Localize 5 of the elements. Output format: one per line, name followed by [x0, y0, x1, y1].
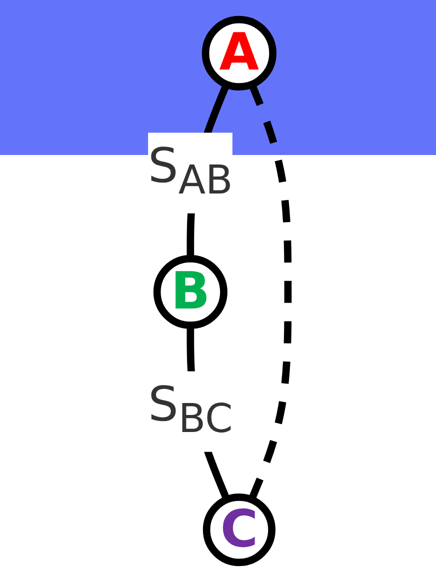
- node-circle: C: [202, 494, 276, 566]
- node-circle: A: [202, 16, 276, 90]
- node-circle: B: [153, 255, 228, 329]
- edge-label: S$_{BC}$: [148, 378, 233, 444]
- edge-label: S$_{AB}$: [148, 140, 233, 205]
